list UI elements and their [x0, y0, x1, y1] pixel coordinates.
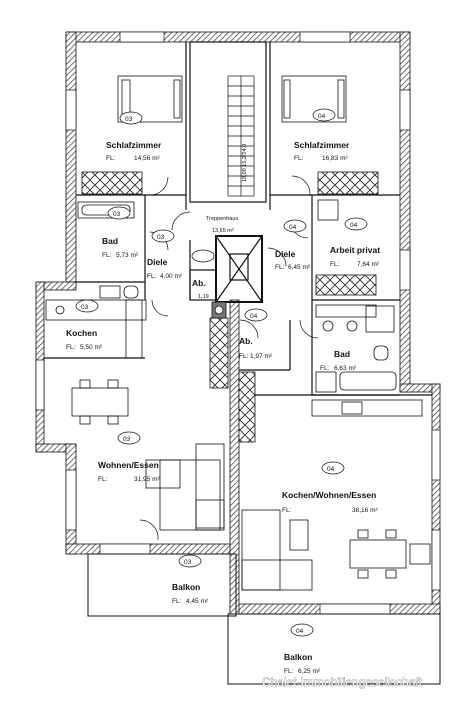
svg-text:04: 04 — [296, 628, 304, 635]
room-area: 6,63 m² — [334, 365, 357, 372]
room-labels: Schlafzimmer FL: 14,56 m² Schlafzimmer F… — [66, 140, 380, 675]
unit-badge: 03 — [178, 554, 202, 568]
room-area: 14,56 m² — [134, 155, 160, 162]
room-name: Wohnen/Essen — [98, 460, 159, 470]
interior-walls — [44, 41, 432, 396]
balconies — [87, 553, 441, 685]
room-area: 4,00 m² — [160, 273, 183, 280]
room-area: 1,19 — [198, 294, 209, 300]
svg-text:04: 04 — [327, 466, 335, 473]
svg-text:03: 03 — [123, 436, 131, 443]
room-area-prefix: FL: — [294, 155, 304, 162]
room-area: 4,45 m² — [186, 598, 209, 605]
room-name: Kochen — [66, 328, 97, 338]
doors — [139, 175, 319, 541]
room-name: Ab. — [239, 336, 253, 346]
room-name: Schlafzimmer — [106, 140, 162, 150]
unit-badge: 03 — [151, 229, 175, 243]
room-name: Diele — [147, 257, 168, 267]
bed-04 — [281, 75, 347, 123]
room-name: Schlafzimmer — [294, 140, 350, 150]
room-area-prefix: FL: — [106, 155, 116, 162]
room-area-prefix: FL: — [239, 353, 249, 360]
room-area-prefix: FL: — [66, 344, 76, 351]
svg-text:03: 03 — [184, 559, 192, 566]
unit-badge: 04 — [283, 219, 307, 233]
sofa-03 — [159, 459, 221, 531]
room-area-prefix: FL: — [98, 476, 108, 483]
shafts — [209, 301, 256, 443]
svg-text:04: 04 — [250, 313, 258, 320]
room-area: 38,16 m² — [352, 507, 378, 514]
sofa-04 — [241, 509, 281, 591]
room-name: Kochen/Wohnen/Essen — [282, 490, 376, 500]
svg-text:04: 04 — [318, 113, 326, 120]
bed-03 — [117, 75, 183, 123]
room-name: Balkon — [172, 582, 200, 592]
dining-table-03 — [71, 387, 129, 417]
stairs — [227, 75, 255, 197]
room-area: 31,95 m² — [134, 476, 160, 483]
svg-text:03: 03 — [81, 304, 89, 311]
room-name: Treppenhaus — [206, 216, 238, 222]
stair-note: 18,09 15,2/24,0 — [242, 144, 248, 182]
room-area-prefix: FL: — [147, 273, 157, 280]
unit-badge: 04 — [344, 217, 368, 231]
svg-text:03: 03 — [125, 116, 133, 123]
room-area: 6,45 m² — [288, 264, 311, 271]
unit-badge: 03 — [119, 111, 143, 125]
room-name: Balkon — [284, 652, 312, 662]
svg-text:03: 03 — [157, 234, 165, 241]
room-area-prefix: FL: — [102, 252, 112, 259]
unit-badge — [191, 249, 215, 263]
room-area: 5,50 m² — [80, 344, 103, 351]
unit-badge: 03 — [75, 299, 99, 313]
room-area-prefix: FL: — [330, 261, 340, 268]
bathtub-03 — [77, 201, 135, 219]
room-area: 5,73 m² — [116, 252, 139, 259]
windows — [35, 31, 441, 615]
room-name: Bad — [102, 236, 118, 246]
room-area: 13,65 m² — [212, 228, 234, 234]
unit-badge: 04 — [290, 623, 314, 637]
room-area: 16,83 m² — [322, 155, 348, 162]
watermark: Chalet-Immobiliengesellschaft — [262, 675, 423, 689]
room-area-prefix: FL: — [284, 668, 294, 675]
unit-badge: 03 — [107, 206, 131, 220]
room-area: 6,25 m² — [298, 668, 321, 675]
svg-text:03: 03 — [113, 211, 121, 218]
room-name: Ab. — [192, 278, 206, 288]
room-name: Arbeit privat — [330, 245, 380, 255]
svg-text:04: 04 — [350, 222, 358, 229]
dining-table-04 — [349, 539, 407, 569]
unit-badge: 04 — [244, 308, 268, 322]
furniture — [45, 75, 431, 591]
room-area-prefix: FL: — [282, 507, 292, 514]
unit-badge: 04 — [312, 108, 336, 122]
room-area-prefix: FL: — [172, 598, 182, 605]
outer-walls — [35, 31, 441, 615]
room-area-prefix: FL: — [275, 264, 285, 271]
room-area-prefix: FL: — [320, 365, 330, 372]
room-area: 7,64 m² — [357, 261, 380, 268]
room-name: Bad — [334, 349, 350, 359]
svg-text:04: 04 — [289, 224, 297, 231]
room-area: 1,97 m² — [250, 353, 273, 360]
unit-badges: 03 04 03 03 04 04 04 03 03 04 03 04 — [75, 108, 368, 637]
unit-badge: 04 — [321, 461, 345, 475]
room-name: Diele — [275, 249, 296, 259]
unit-badge: 03 — [117, 431, 141, 445]
